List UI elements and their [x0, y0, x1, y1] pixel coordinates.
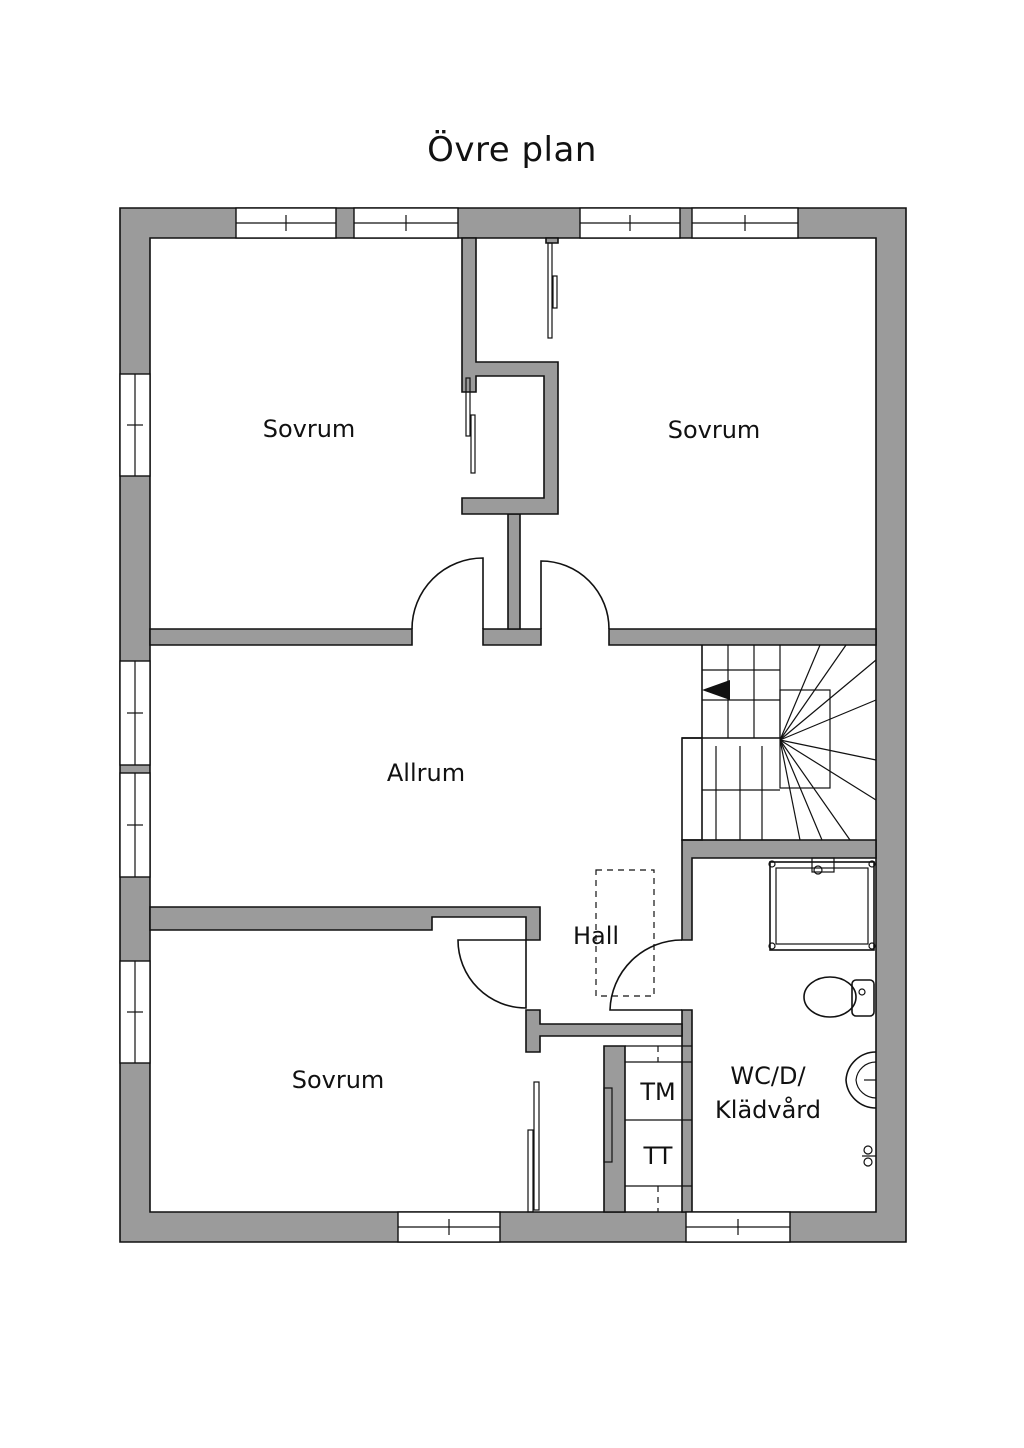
wall-closet-top: [545, 237, 559, 244]
tap: [862, 1145, 876, 1167]
door-bedroom-sw: [457, 939, 527, 1009]
wall-bath-hall-lower: [681, 1009, 693, 1213]
laundry-units: [625, 1045, 692, 1212]
wall-bedrooms-living: [149, 628, 413, 646]
door-bedroom-nw: [411, 557, 484, 630]
windows: [119, 207, 799, 1243]
wardrobe-doors: [465, 242, 613, 1213]
label-living: Allrum: [387, 759, 465, 787]
wall-laundry: [603, 1045, 626, 1213]
label-hall: Hall: [573, 922, 619, 950]
attic-hatch: [595, 869, 655, 997]
label-washer: TM: [639, 1078, 675, 1106]
door-bath: [609, 939, 683, 1011]
wall-hall-bath: [681, 839, 877, 941]
wall-bedrooms-living-mid: [482, 628, 542, 646]
toilet: [803, 976, 875, 1018]
label-bathroom-line1: WC/D/: [730, 1062, 806, 1090]
wall-partition-stub: [507, 513, 521, 630]
stair-direction-arrow: [702, 680, 730, 700]
label-bedroom-ne: Sovrum: [668, 416, 761, 444]
wall-closet: [461, 237, 559, 515]
staircase: [681, 644, 877, 841]
plan-title: Övre plan: [427, 130, 597, 170]
bathroom-fixtures: [768, 857, 877, 1167]
label-dryer: TT: [643, 1142, 673, 1170]
sink: [845, 1051, 877, 1109]
shower-tray: [769, 861, 875, 951]
label-bedroom-nw: Sovrum: [263, 415, 356, 443]
wall-hall-bottom: [525, 1009, 683, 1053]
wall-living-bedroom: [149, 906, 541, 941]
door-bedroom-ne: [540, 560, 610, 630]
label-bathroom-line2: Klädvård: [715, 1095, 821, 1124]
doors: [411, 557, 683, 1011]
stair-landing: [681, 737, 703, 841]
label-bedroom-sw: Sovrum: [292, 1066, 385, 1094]
wall-bedrooms-living-right: [608, 628, 877, 646]
